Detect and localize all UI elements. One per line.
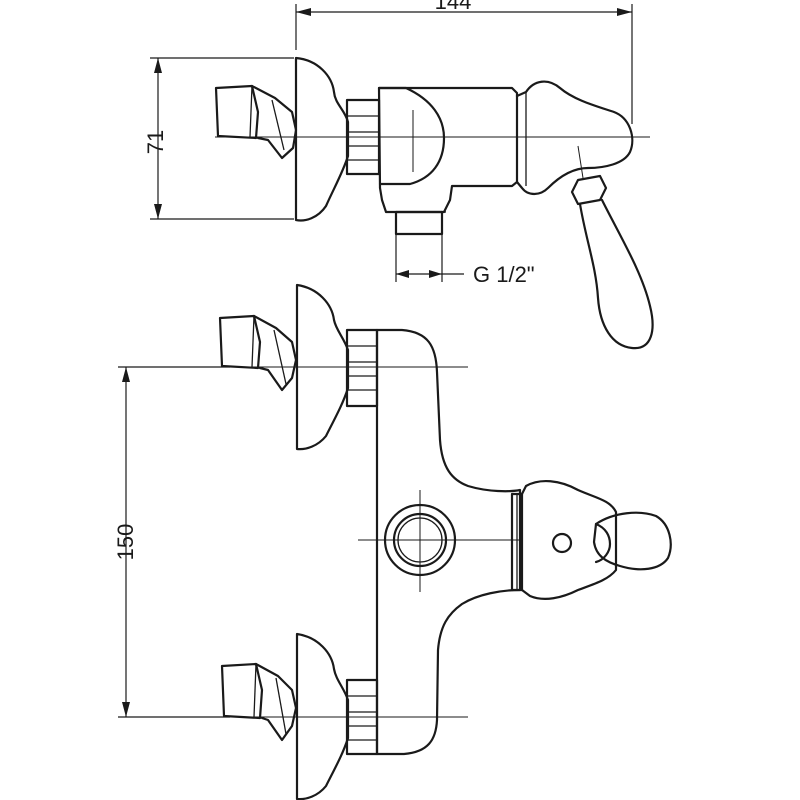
dimension-spacing: 150 (113, 366, 230, 718)
front-outlet-ring (383, 503, 457, 577)
front-cartridge-collar (510, 492, 524, 592)
front-lower-eccentric (220, 662, 298, 742)
front-view: 150 (113, 283, 672, 800)
top-outlet-spigot (392, 210, 446, 236)
front-lower-hex-nut (345, 678, 379, 756)
front-lever-knob (592, 511, 672, 571)
top-lever-hub (515, 80, 634, 196)
front-mixer-body (375, 328, 522, 756)
top-mixer-body (377, 86, 519, 214)
dimension-width-label: 144 (435, 0, 472, 14)
dimension-height-label: 71 (143, 130, 168, 154)
front-upper-hex-nut (345, 328, 379, 408)
top-hex-nut (345, 98, 381, 176)
front-upper-eccentric (218, 314, 298, 392)
top-view: 144 71 G 1/2" (143, 0, 654, 350)
top-eccentric-connector (214, 84, 298, 160)
dimension-spacing-label: 150 (113, 524, 138, 561)
dimension-height: 71 (143, 57, 294, 220)
top-lever-handle (570, 174, 654, 350)
dimension-thread-label: G 1/2" (473, 262, 535, 287)
top-escutcheon (294, 56, 350, 222)
dimension-width: 144 (295, 0, 633, 124)
dimension-thread: G 1/2" (395, 234, 535, 287)
front-lever-hub (520, 480, 618, 600)
